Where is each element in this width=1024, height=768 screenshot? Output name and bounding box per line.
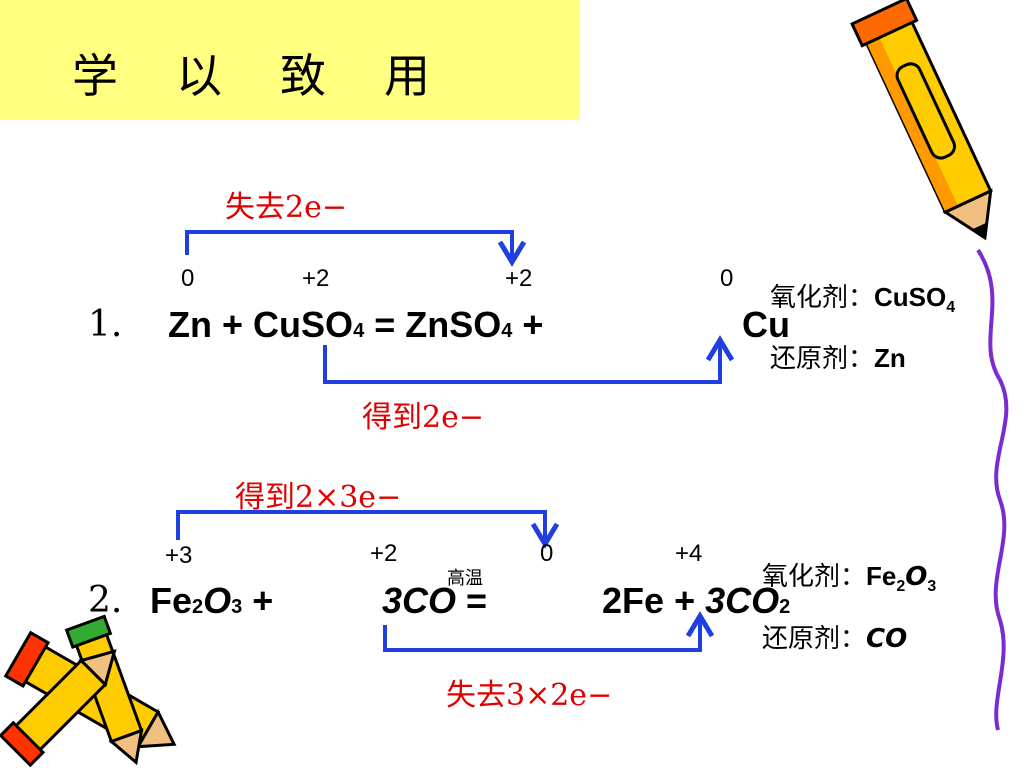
oxidation-state: +2: [302, 265, 330, 292]
formula: 3CO =: [382, 580, 488, 621]
arrow-head: [530, 522, 560, 549]
arrow-head: [497, 240, 527, 267]
oxidation-state: +2: [505, 265, 533, 292]
arrow-head: [705, 335, 735, 362]
oxidation-state: +2: [370, 540, 398, 567]
electron-gain-label: 得到2×3e−: [235, 480, 402, 515]
reaction-condition: 高温: [447, 568, 483, 589]
equation-number: 1.: [88, 304, 123, 345]
equation-number: 2.: [88, 580, 123, 621]
title-char: 学: [72, 49, 118, 103]
oxidation-state: +4: [675, 540, 703, 567]
title-char: 以: [176, 49, 222, 103]
chemical-equation: Fe2O3 +: [150, 580, 273, 622]
oxidant-note: 氧化剂：CuSO4: [770, 282, 956, 317]
title-char: 用: [384, 49, 430, 103]
electron-loss-label: 失去3×2e−: [446, 678, 613, 713]
electron-gain-arrow: [323, 345, 722, 384]
oxidation-state: 0: [540, 540, 554, 567]
arrow-head: [685, 611, 715, 638]
electron-gain-arrow: [176, 510, 547, 540]
oxidation-state: 0: [181, 265, 195, 292]
title-banner: [0, 0, 580, 120]
operator: =: [466, 580, 488, 621]
operator: +: [252, 580, 274, 621]
chemical-equation: Zn + CuSO4 = ZnSO4 +: [168, 304, 543, 346]
slide-title: 学以致用: [72, 40, 430, 106]
oxidation-state: 0: [720, 265, 734, 292]
electron-loss-arrow: [185, 230, 514, 258]
formula: CuSO4: [253, 304, 365, 345]
pencil-icon: [64, 614, 144, 766]
reductant-note: 还原剂：Zn: [770, 343, 906, 374]
title-char: 致: [280, 49, 326, 103]
electron-gain-label: 得到2e−: [362, 400, 484, 435]
wavy-line-decoration: [976, 248, 1009, 731]
pencil-icon: [850, 0, 993, 241]
formula: 2Fe + 3CO2: [602, 580, 791, 621]
formula: Cu: [742, 304, 790, 345]
formula: Zn: [168, 304, 212, 345]
formula: Fe2O3: [150, 580, 243, 621]
operator: +: [222, 304, 244, 345]
oxidant-note: 氧化剂：Fe2O3: [762, 561, 937, 596]
electron-loss-label: 失去2e−: [225, 190, 347, 225]
reductant-note: 还原剂：CO: [762, 624, 908, 654]
electron-loss-arrow: [383, 620, 702, 652]
operator: +: [674, 580, 696, 621]
pencil-icon: [0, 649, 117, 768]
formula: ZnSO4: [405, 304, 513, 345]
operator: =: [374, 304, 396, 345]
oxidation-state: +3: [165, 542, 193, 569]
operator: +: [522, 304, 544, 345]
